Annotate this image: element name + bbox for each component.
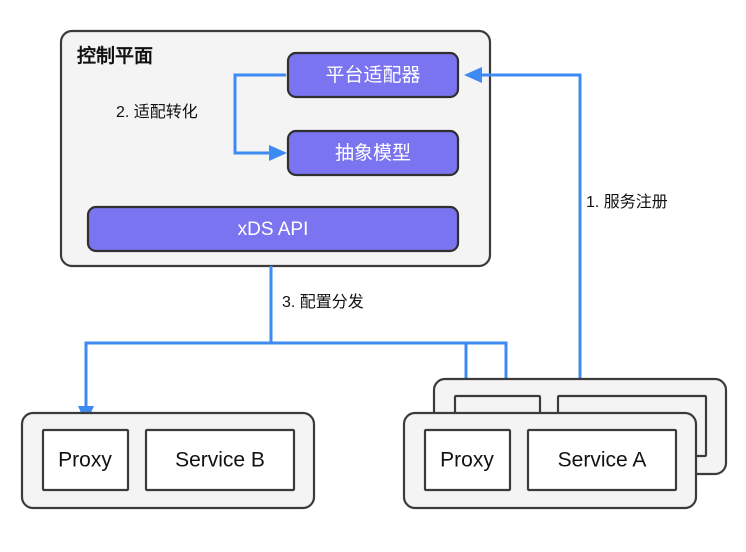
xds-api-box[interactable] (86, 205, 460, 253)
platform-adapter-box[interactable] (286, 51, 460, 99)
edge-config-distribution-line-left (84, 266, 273, 412)
edge-adapt-transform: 2. 适配转化 (116, 73, 287, 161)
edge-service-registration-line (478, 73, 582, 390)
node-platform-adapter[interactable]: 平台适配器 (286, 51, 460, 99)
service-a-label: Service A (558, 449, 647, 472)
proxy-a-box[interactable] (423, 428, 512, 492)
edge-service-registration-label: 1. 服务注册 (586, 193, 668, 211)
edge-adapt-transform-line (233, 73, 286, 155)
control-plane-heading: 控制平面 (77, 44, 153, 67)
xds-api-label: xDS API (238, 219, 309, 240)
pod-service-a[interactable]: Proxy Service A (402, 377, 728, 510)
proxy-a-label: Proxy (440, 449, 494, 472)
pod-service-b[interactable]: Proxy Service B (20, 411, 316, 510)
abstract-model-label: 抽象模型 (335, 142, 411, 164)
service-a-box[interactable] (526, 428, 678, 492)
proxy-b-label: Proxy (58, 449, 112, 472)
edge-config-distribution-label: 3. 配置分发 (282, 293, 364, 311)
node-xds-api[interactable]: xDS API (86, 205, 460, 253)
platform-adapter-label: 平台适配器 (325, 64, 420, 86)
node-abstract-model[interactable]: 抽象模型 (286, 129, 460, 177)
edge-service-registration-arrowhead (464, 67, 482, 83)
edge-adapt-transform-label: 2. 适配转化 (116, 103, 198, 121)
service-b-label: Service B (175, 449, 265, 472)
abstract-model-box[interactable] (286, 129, 460, 177)
proxy-b-box[interactable] (41, 428, 130, 492)
service-b-box[interactable] (144, 428, 296, 492)
edge-adapt-transform-arrowhead (269, 145, 287, 161)
edge-service-registration: 1. 服务注册 (464, 67, 668, 390)
edge-config-distribution-line-right-back (466, 341, 508, 385)
